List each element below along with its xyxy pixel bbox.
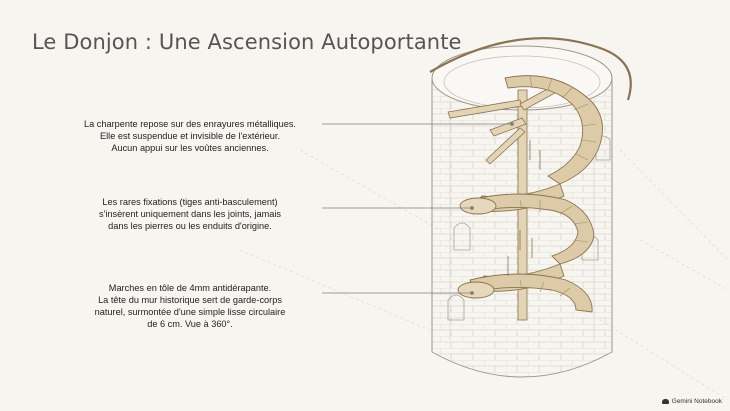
top-handrail (429, 37, 632, 101)
page-title: Le Donjon : Une Ascension Autoportante (32, 30, 462, 54)
landings (457, 197, 497, 299)
balusters (507, 140, 541, 276)
annotation-line: Les rares fixations (tiges anti-basculem… (102, 197, 278, 207)
annotation-line: s'insèrent uniquement dans les joints, j… (98, 209, 282, 219)
construction-lines (239, 149, 729, 401)
badge-label: Gemini Notebook (671, 398, 722, 405)
annotation-line: La tête du mur historique sert de garde-… (98, 295, 282, 305)
annotation-line: Marches en tôle de 4mm antidérapante. (108, 283, 272, 293)
annotation-steps: Marches en tôle de 4mm antidérapante. La… (60, 282, 320, 330)
annotation-line: dans les pierres ou les enduits d'origin… (108, 221, 272, 231)
stair-treads (519, 75, 597, 297)
annotation-fixations: Les rares fixations (tiges anti-basculem… (60, 196, 320, 232)
annotation-line: Aucun appui sur les voûtes anciennes. (111, 143, 269, 153)
leader-lines (322, 122, 514, 295)
annotation-line: de 6 cm. Vue à 360°. (147, 319, 233, 329)
gemini-notebook-icon (661, 399, 669, 404)
annotation-line: Elle est suspendue et invisible de l'ext… (100, 131, 280, 141)
gemini-notebook-badge: Gemini Notebook (661, 398, 722, 405)
annotation-line: La charpente repose sur des enrayures mé… (84, 119, 296, 129)
annotation-frame-support: La charpente repose sur des enrayures mé… (60, 118, 320, 154)
annotation-line: naturel, surmontée d'une simple lisse ci… (94, 307, 286, 317)
spiral-stairs (469, 75, 603, 313)
